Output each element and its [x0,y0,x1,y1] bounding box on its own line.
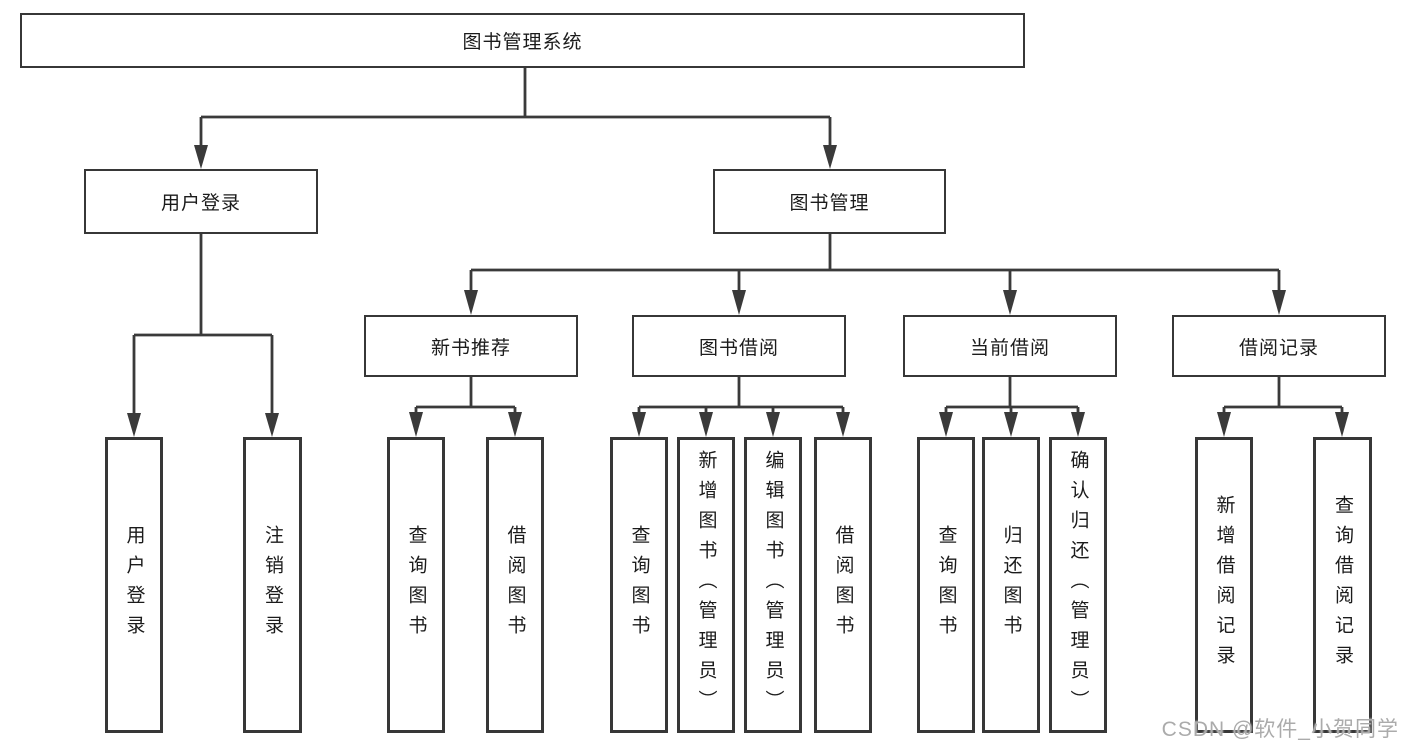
arrowhead [1272,290,1286,315]
arrowhead [732,290,746,315]
leaf-recommend-query-book: 查询图书 [387,437,445,733]
node-new-book-recommend-label: 新书推荐 [430,337,511,359]
node-root: 图书管理系统 [20,13,1025,68]
node-borrowing-records: 借阅记录 [1172,315,1386,377]
arrowhead [836,412,850,437]
connector-current-borrow-to-leaves [944,377,1080,418]
leaf-logout-label: 注销登录 [262,525,283,645]
arrowhead [265,413,279,437]
leaf-edit-book-admin-label: 编辑图书（管理员） [762,450,784,720]
leaf-recommend-borrow-book: 借阅图书 [486,437,544,733]
node-current-borrowing: 当前借阅 [903,315,1117,377]
arrowhead [1335,412,1349,437]
arrowhead [1004,412,1018,437]
leaf-user-login-label: 用户登录 [123,525,145,645]
node-user-login-label: 用户登录 [160,193,241,214]
leaf-borrowing-borrow-book: 借阅图书 [814,437,872,733]
node-borrowing-records-label: 借阅记录 [1238,337,1319,359]
arrowhead [823,145,837,169]
arrowhead [939,412,953,437]
csdn-watermark: CSDN @软件_小贺同学 [1161,718,1399,741]
arrowhead [1071,412,1085,437]
leaf-add-borrow-record: 新增借阅记录 [1195,437,1253,733]
arrowhead [699,412,713,437]
leaf-query-borrow-record: 查询借阅记录 [1313,437,1372,733]
leaf-add-borrow-record-label: 新增借阅记录 [1213,495,1235,675]
leaf-borrowing-borrow-book-label: 借阅图书 [832,525,854,645]
leaf-query-borrow-record-label: 查询借阅记录 [1332,495,1353,675]
node-book-borrowing-label: 图书借阅 [698,337,779,359]
leaf-confirm-return-admin: 确认归还（管理员） [1049,437,1107,733]
leaf-recommend-query-book-label: 查询图书 [405,525,427,645]
leaf-confirm-return-admin-label: 确认归还（管理员） [1067,450,1089,720]
leaf-return-book: 归还图书 [982,437,1040,733]
node-root-label: 图书管理系统 [462,32,583,53]
leaf-borrowing-query-book-label: 查询图书 [628,525,650,645]
connector-new-book-rec-to-leaves [414,377,517,418]
arrowheads [127,145,1349,437]
arrowhead [1003,290,1017,315]
leaf-user-login: 用户登录 [105,437,163,733]
connector-borrow-record-to-leaves [1222,377,1344,418]
arrowhead [127,413,141,437]
leaf-return-book-label: 归还图书 [1000,525,1022,645]
leaf-logout: 注销登录 [243,437,302,733]
arrowhead [632,412,646,437]
node-book-borrowing: 图书借阅 [632,315,846,377]
node-user-login: 用户登录 [84,169,318,234]
leaf-edit-book-admin: 编辑图书（管理员） [744,437,802,733]
connector-book-mgmt-to-level3 [469,234,1281,296]
node-book-management-label: 图书管理 [789,193,870,214]
connector-book-borrow-to-leaves [637,377,845,418]
leaf-add-book-admin-label: 新增图书（管理员） [695,450,717,720]
arrowhead [766,412,780,437]
connector-user-login-to-leaves [132,234,274,418]
leaf-borrowing-query-book: 查询图书 [610,437,668,733]
leaf-add-book-admin: 新增图书（管理员） [677,437,735,733]
node-book-management: 图书管理 [713,169,946,234]
node-new-book-recommend: 新书推荐 [364,315,578,377]
node-current-borrowing-label: 当前借阅 [969,337,1050,359]
arrowhead [464,290,478,315]
arrowhead [1217,412,1231,437]
leaf-current-query-book: 查询图书 [917,437,975,733]
arrowhead [409,412,423,437]
leaf-current-query-book-label: 查询图书 [935,525,957,645]
arrowhead [508,412,522,437]
connector-root-to-level2 [199,68,832,150]
leaf-recommend-borrow-book-label: 借阅图书 [504,525,526,645]
arrowhead [194,145,208,169]
